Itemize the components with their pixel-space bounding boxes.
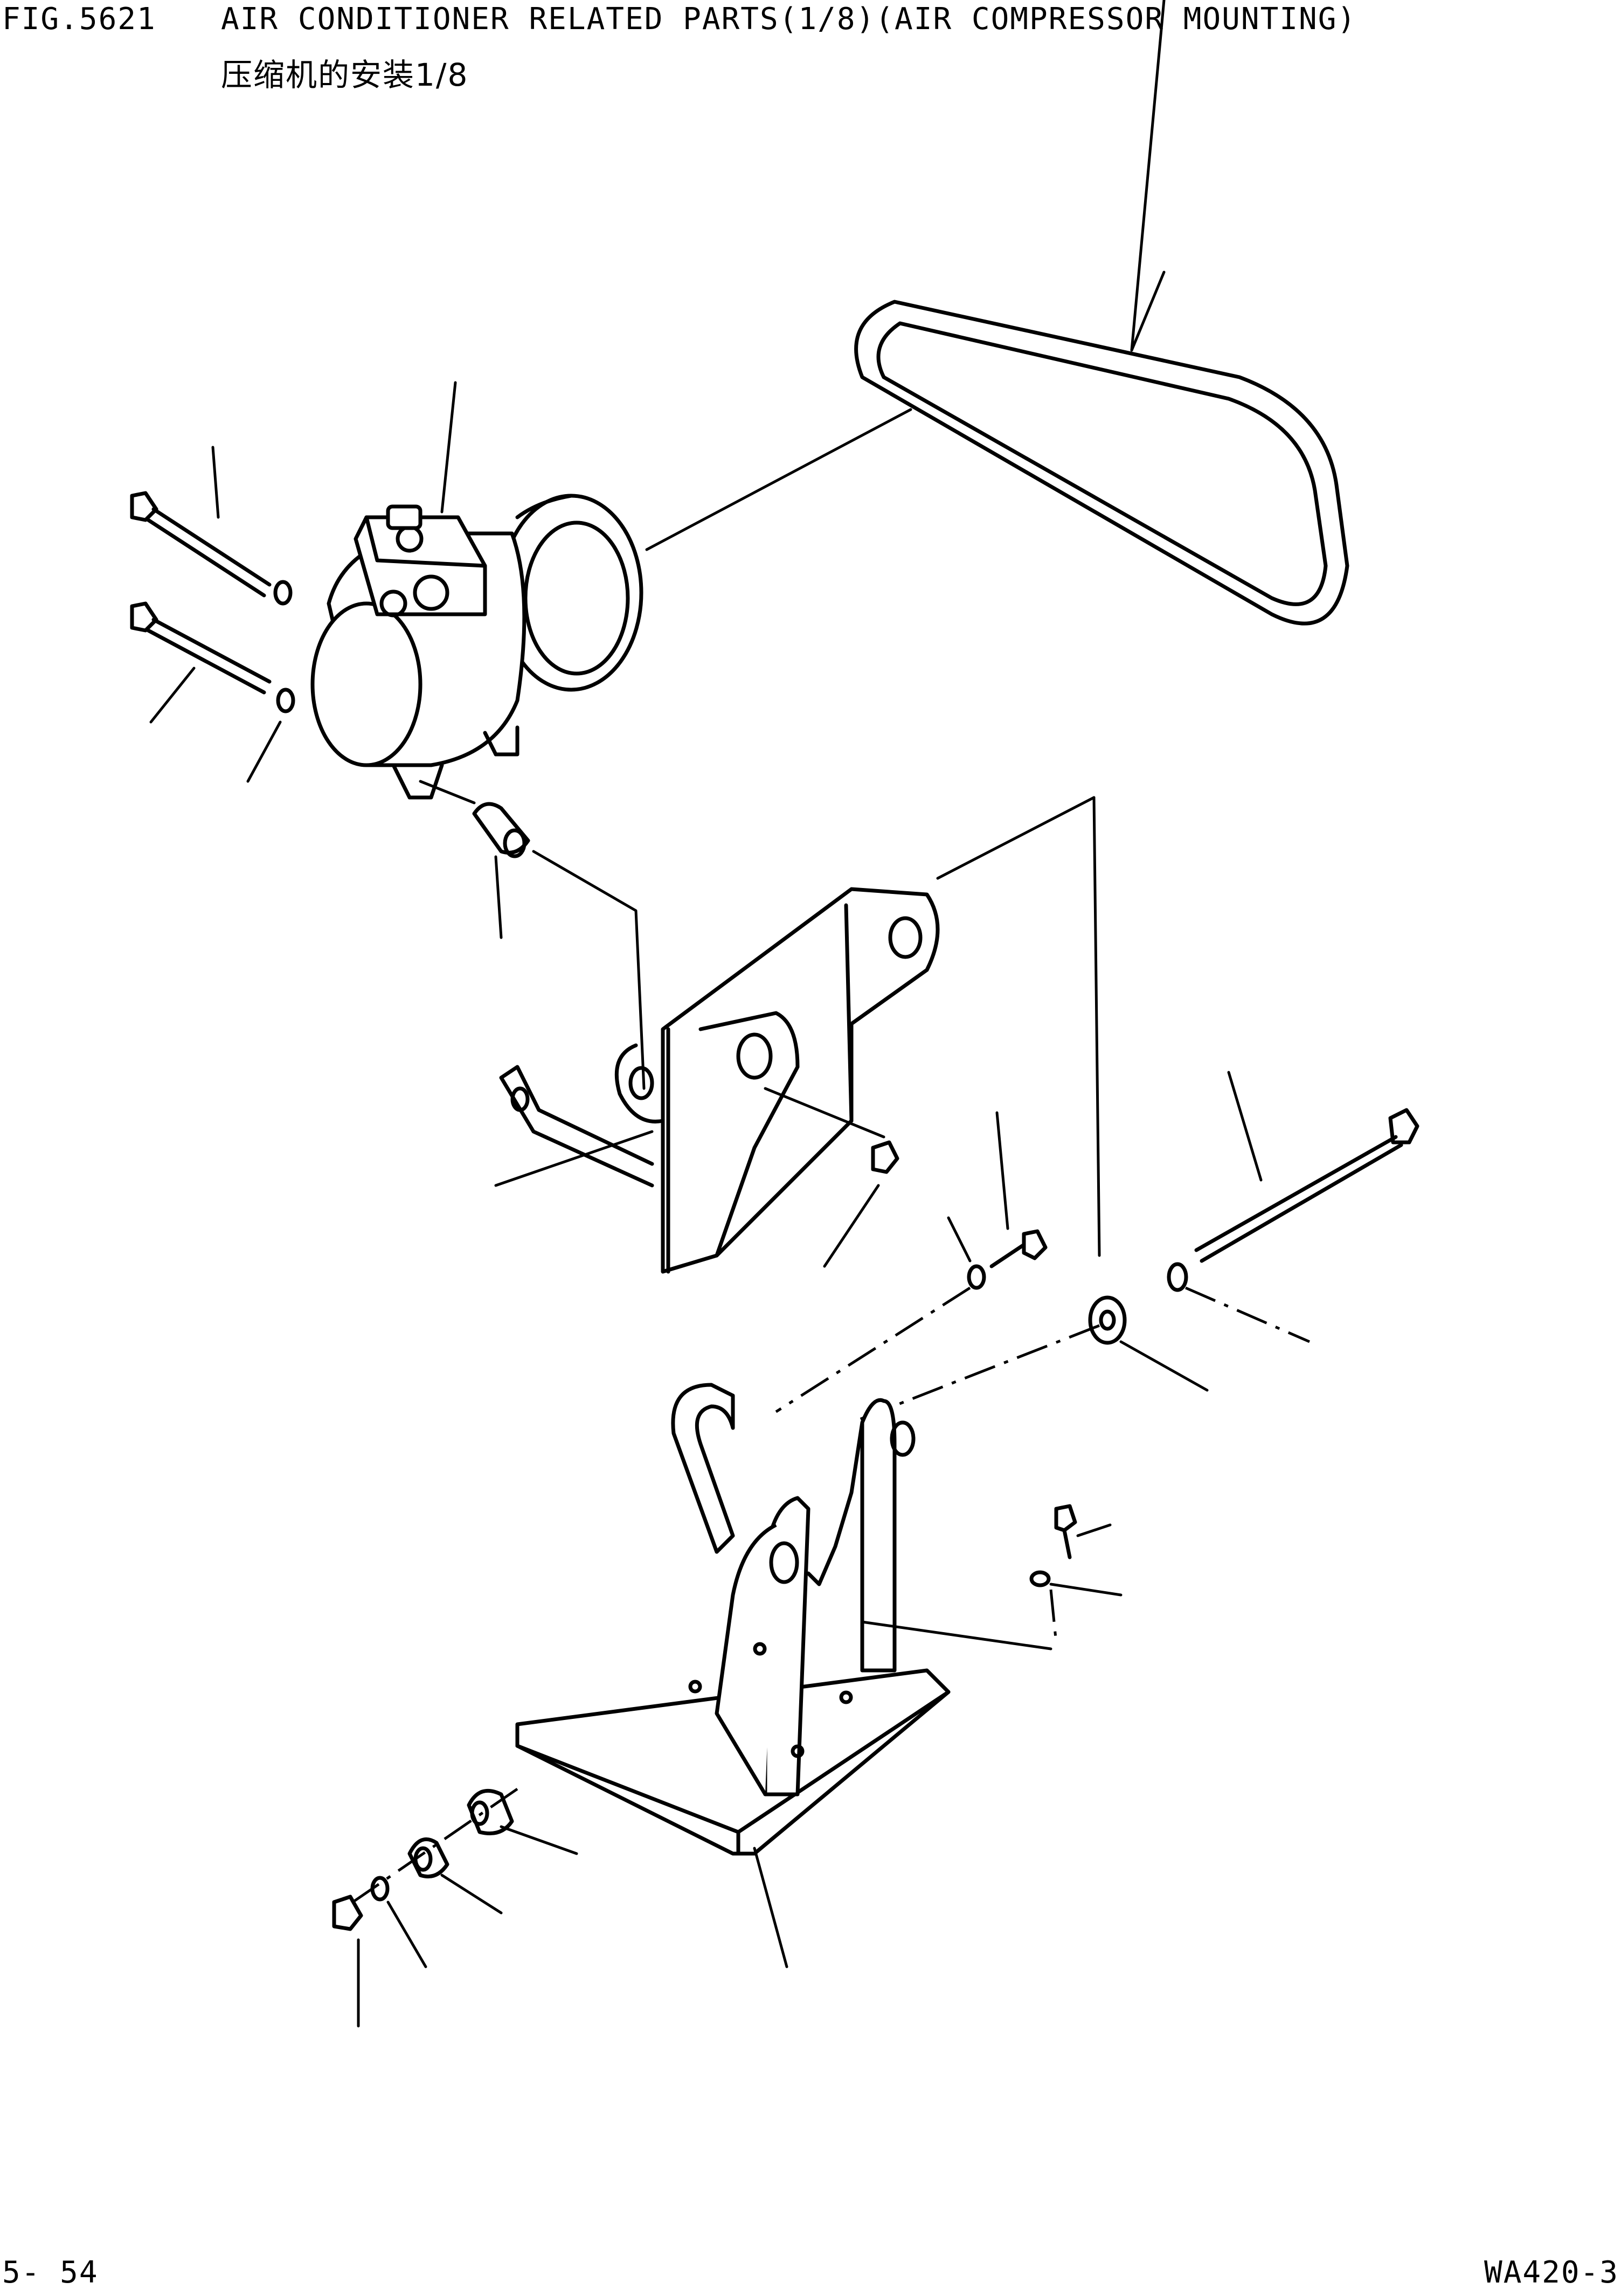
flange-nut [823, 1140, 899, 1268]
figure-title: AIR CONDITIONER RELATED PARTS(1/8)(AIR C… [221, 2, 1357, 37]
lock-nut [332, 1895, 363, 2028]
spring-washer [246, 580, 295, 783]
model-code: WA420-3 [1484, 2255, 1619, 2290]
spacer-collar [472, 802, 530, 939]
compressor-bolt-lower [130, 601, 272, 724]
figure-id: FIG.5621 [2, 2, 156, 37]
hex-bolt-right [861, 1504, 1123, 1650]
collar-bottom-2 [467, 1788, 578, 1855]
page-number: 5- 54 [2, 2255, 99, 2290]
long-pivot-bolt [1167, 1071, 1419, 1343]
spring-washer-bottom [370, 1876, 427, 1968]
v-belt [854, 0, 1349, 626]
bushing [851, 1295, 1209, 1424]
collar-bottom-1 [407, 1837, 503, 1915]
bolt-axis-dash [775, 1286, 971, 1413]
base-axis-dash [344, 1787, 518, 1909]
air-compressor [310, 381, 643, 800]
hex-bolt [989, 1111, 1048, 1268]
compressor-bolt-upper [130, 446, 272, 598]
figure-subtitle: 压缩机的安装1/8 [221, 57, 469, 93]
belt-to-pulley-leader [645, 408, 912, 551]
mounting-base-bracket [515, 1383, 951, 1968]
compressor-bracket [494, 796, 1101, 1274]
washer [947, 1216, 986, 1290]
compressor-to-bracket-leader [419, 780, 646, 1090]
